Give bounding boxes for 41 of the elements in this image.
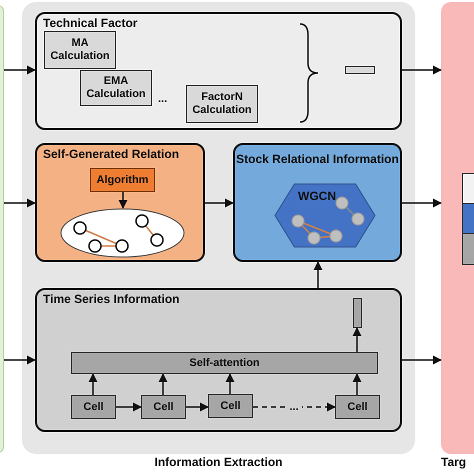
group-title: Time Series Information xyxy=(43,292,180,306)
group-title: Targ xyxy=(441,455,466,469)
process-box: Algorithm xyxy=(90,168,155,192)
cell-box: Cell xyxy=(141,395,186,419)
arrow xyxy=(352,327,362,352)
arrow xyxy=(253,402,336,412)
arrow xyxy=(158,373,168,395)
ellipsis-text: ... xyxy=(158,93,168,105)
layer-bar: Self-attention xyxy=(71,352,378,374)
output-vector xyxy=(353,298,362,328)
module-box xyxy=(35,12,402,130)
arrow xyxy=(4,356,36,364)
arrow xyxy=(186,402,209,412)
arrow xyxy=(4,66,36,74)
group-title: Technical Factor xyxy=(43,16,138,30)
arrow xyxy=(226,373,234,394)
module-box xyxy=(35,143,205,262)
arrow xyxy=(116,402,142,412)
arrow xyxy=(402,66,442,74)
arrow xyxy=(88,373,98,395)
module-box xyxy=(233,143,402,262)
group-title: Information Extraction xyxy=(153,455,284,469)
arrow xyxy=(402,198,442,208)
process-box: MA Calculation xyxy=(44,31,116,69)
arrow xyxy=(205,198,234,208)
graph-ellipse xyxy=(60,208,185,258)
process-box: FactorN Calculation xyxy=(186,85,258,123)
arrow xyxy=(402,356,442,364)
cell-box: Cell xyxy=(335,395,380,419)
arrow xyxy=(118,192,128,209)
node-label: WGCN xyxy=(298,189,336,203)
group-title: Self-Generated Relation xyxy=(43,147,180,161)
hexagon-shape xyxy=(274,183,376,248)
arrow xyxy=(4,198,36,208)
cell-box: Cell xyxy=(208,394,253,418)
group-title: Stock Relational Information xyxy=(235,152,400,166)
arrow xyxy=(314,261,322,288)
cell-box: Cell xyxy=(71,395,116,419)
module-box xyxy=(35,288,402,432)
process-box: EMA Calculation xyxy=(80,70,152,106)
arrow xyxy=(352,373,362,395)
